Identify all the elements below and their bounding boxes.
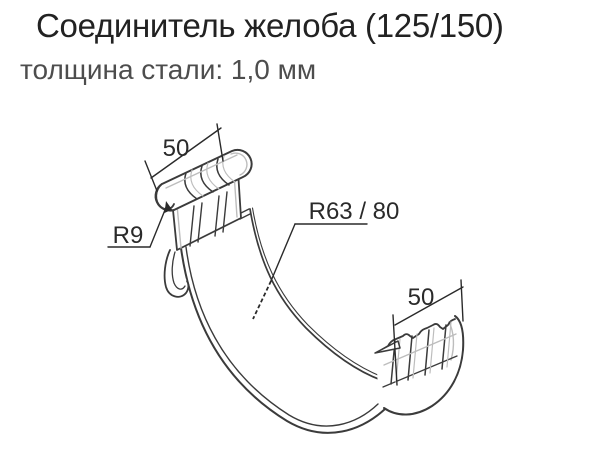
dimension-label-bottom-50: 50 xyxy=(408,284,435,311)
left-end-assembly xyxy=(154,148,253,298)
page-title: Соединитель желоба (125/150) xyxy=(36,7,504,44)
callout-r63-80: R63 / 80 xyxy=(252,198,400,320)
extension-line xyxy=(392,314,398,386)
plate-edge-highlight xyxy=(176,204,182,249)
extension-line xyxy=(460,279,464,322)
strap-line xyxy=(214,195,220,237)
bead-rib-highlight xyxy=(190,169,204,197)
back-rim-line xyxy=(249,208,394,385)
body-band xyxy=(180,207,395,434)
strap-line xyxy=(197,202,203,243)
bead-rib xyxy=(200,165,214,193)
rib-highlight xyxy=(429,327,435,374)
dimension-line xyxy=(150,127,222,179)
rib-line xyxy=(441,324,447,370)
bead-endcap-highlight xyxy=(230,152,248,176)
extension-line xyxy=(144,160,158,192)
hook-clip xyxy=(163,249,190,298)
right-end-highlight xyxy=(448,321,455,361)
hook-clip-inner xyxy=(171,251,186,290)
end-flap xyxy=(374,340,401,354)
strap-line xyxy=(222,191,228,233)
front-inner-edge xyxy=(185,246,379,427)
rib-highlight xyxy=(446,321,452,368)
bead-rib xyxy=(184,172,198,200)
right-end-assembly xyxy=(374,315,465,416)
radius-label-r63-80: R63 / 80 xyxy=(309,198,400,225)
radius-label-r9: R9 xyxy=(113,222,144,249)
leader-line-ticked xyxy=(252,280,272,320)
right-end-silhouette xyxy=(376,315,465,415)
strap-line xyxy=(189,205,195,247)
dimension-top-50: 50 xyxy=(144,123,224,192)
rib-highlight xyxy=(412,333,418,379)
front-outer-edge xyxy=(180,247,386,434)
rib-line xyxy=(424,329,430,376)
bead-highlight xyxy=(165,154,238,189)
corrugation-top-edge xyxy=(377,318,456,353)
dimension-label-top-50: 50 xyxy=(163,135,190,162)
callout-r9: R9 xyxy=(107,201,172,249)
extension-line xyxy=(216,123,224,162)
dimension-bottom-50: 50 xyxy=(392,279,464,386)
right-end-face xyxy=(383,315,465,416)
bead-curl xyxy=(155,183,175,211)
back-rim-line-2 xyxy=(251,207,395,382)
bead-rib xyxy=(216,158,230,186)
dimension-line xyxy=(394,286,464,326)
bead-rib-highlight xyxy=(222,155,236,183)
leader-line xyxy=(270,223,296,282)
dimensions: 50 R9 R63 / 80 50 xyxy=(107,123,464,386)
bead-rib-highlight xyxy=(206,162,220,190)
leader-arrowhead xyxy=(164,201,172,213)
page-subtitle: толщина стали: 1,0 мм xyxy=(20,54,317,85)
rib-line xyxy=(407,335,413,381)
corrugation-bottom-edge xyxy=(382,355,458,388)
leader-line xyxy=(149,204,168,248)
